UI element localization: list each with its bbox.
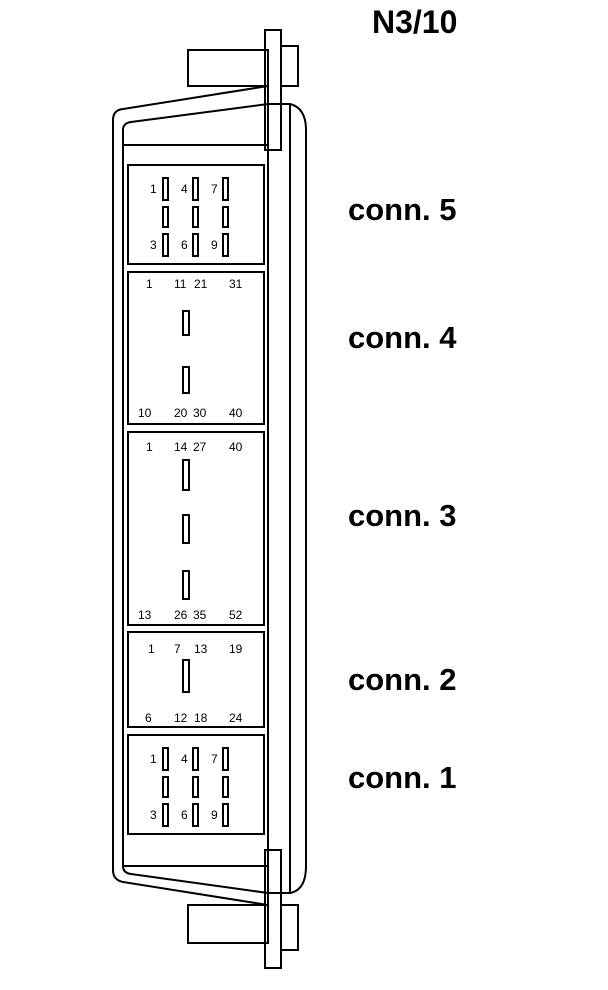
connector-5-pin-7: 7	[211, 182, 218, 196]
keying-slot	[182, 459, 190, 491]
connector-5-pin-4: 4	[181, 182, 188, 196]
connector-1-pin-3: 3	[150, 808, 157, 822]
connector-5-housing	[127, 164, 265, 265]
connector-5-pin-1: 1	[150, 182, 157, 196]
connector-2-pin-19: 19	[229, 642, 243, 656]
connector-4-pin-10: 10	[138, 406, 152, 420]
connector-2-pin-24: 24	[229, 711, 243, 725]
connector-3-pin-40: 40	[229, 440, 243, 454]
connector-5-pins	[162, 177, 229, 257]
connector-2-label: conn. 2	[348, 662, 457, 697]
connector-3-pin-13: 13	[138, 608, 152, 622]
connector-4-pin-30: 30	[193, 406, 207, 420]
connector-3-pin-1: 1	[146, 440, 153, 454]
connector-2-pin-7: 7	[174, 642, 181, 656]
connector-1-label: conn. 1	[348, 760, 457, 795]
connector-5-pin-6: 6	[181, 238, 188, 252]
connector-4-pin-21: 21	[194, 277, 208, 291]
connector-2-pin-13: 13	[194, 642, 208, 656]
bottom-mounting-bracket	[187, 849, 299, 969]
connector-2-pin-grid	[182, 659, 190, 693]
top-mounting-bracket	[187, 29, 299, 151]
connector-4-label: conn. 4	[348, 320, 457, 355]
connector-2-pin-12: 12	[174, 711, 188, 725]
connector-3-housing	[127, 431, 265, 626]
connector-1-pin-4: 4	[181, 752, 188, 766]
connector-4-pin-40: 40	[229, 406, 243, 420]
keying-slot	[182, 366, 190, 394]
connector-2-pin-1: 1	[148, 642, 155, 656]
connector-1-pin-6: 6	[181, 808, 188, 822]
connector-4-pin-1: 1	[146, 277, 153, 291]
keying-slot	[182, 659, 190, 693]
connector-4-housing	[127, 271, 265, 425]
connector-3-pin-35: 35	[193, 608, 207, 622]
connector-2-housing	[127, 631, 265, 728]
connector-5-pin-3: 3	[150, 238, 157, 252]
connector-3-pin-27: 27	[193, 440, 207, 454]
connector-3-pin-26: 26	[174, 608, 188, 622]
connector-1-pin-9: 9	[211, 808, 218, 822]
connector-5-pin-9: 9	[211, 238, 218, 252]
connector-4-pin-31: 31	[229, 277, 243, 291]
connector-1-pins	[162, 747, 229, 827]
connector-4-pin-grid	[182, 310, 190, 394]
component-title: N3/10	[372, 4, 458, 40]
connector-1-housing	[127, 734, 265, 835]
housing-outline	[112, 84, 307, 907]
keying-slot	[182, 514, 190, 544]
connector-1-pin-7: 7	[211, 752, 218, 766]
connector-4-pin-11: 11	[174, 277, 187, 291]
connector-5-label: conn. 5	[348, 192, 457, 227]
connector-3-pin-grid	[182, 459, 190, 600]
connector-3-label: conn. 3	[348, 498, 457, 533]
connector-2-pin-18: 18	[194, 711, 208, 725]
connector-1-pin-1: 1	[150, 752, 157, 766]
keying-slot	[182, 310, 190, 336]
connector-2-pin-6: 6	[145, 711, 152, 725]
connector-3-pin-52: 52	[229, 608, 243, 622]
connector-4-pin-20: 20	[174, 406, 188, 420]
connector-3-pin-14: 14	[174, 440, 188, 454]
keying-slot	[182, 570, 190, 600]
